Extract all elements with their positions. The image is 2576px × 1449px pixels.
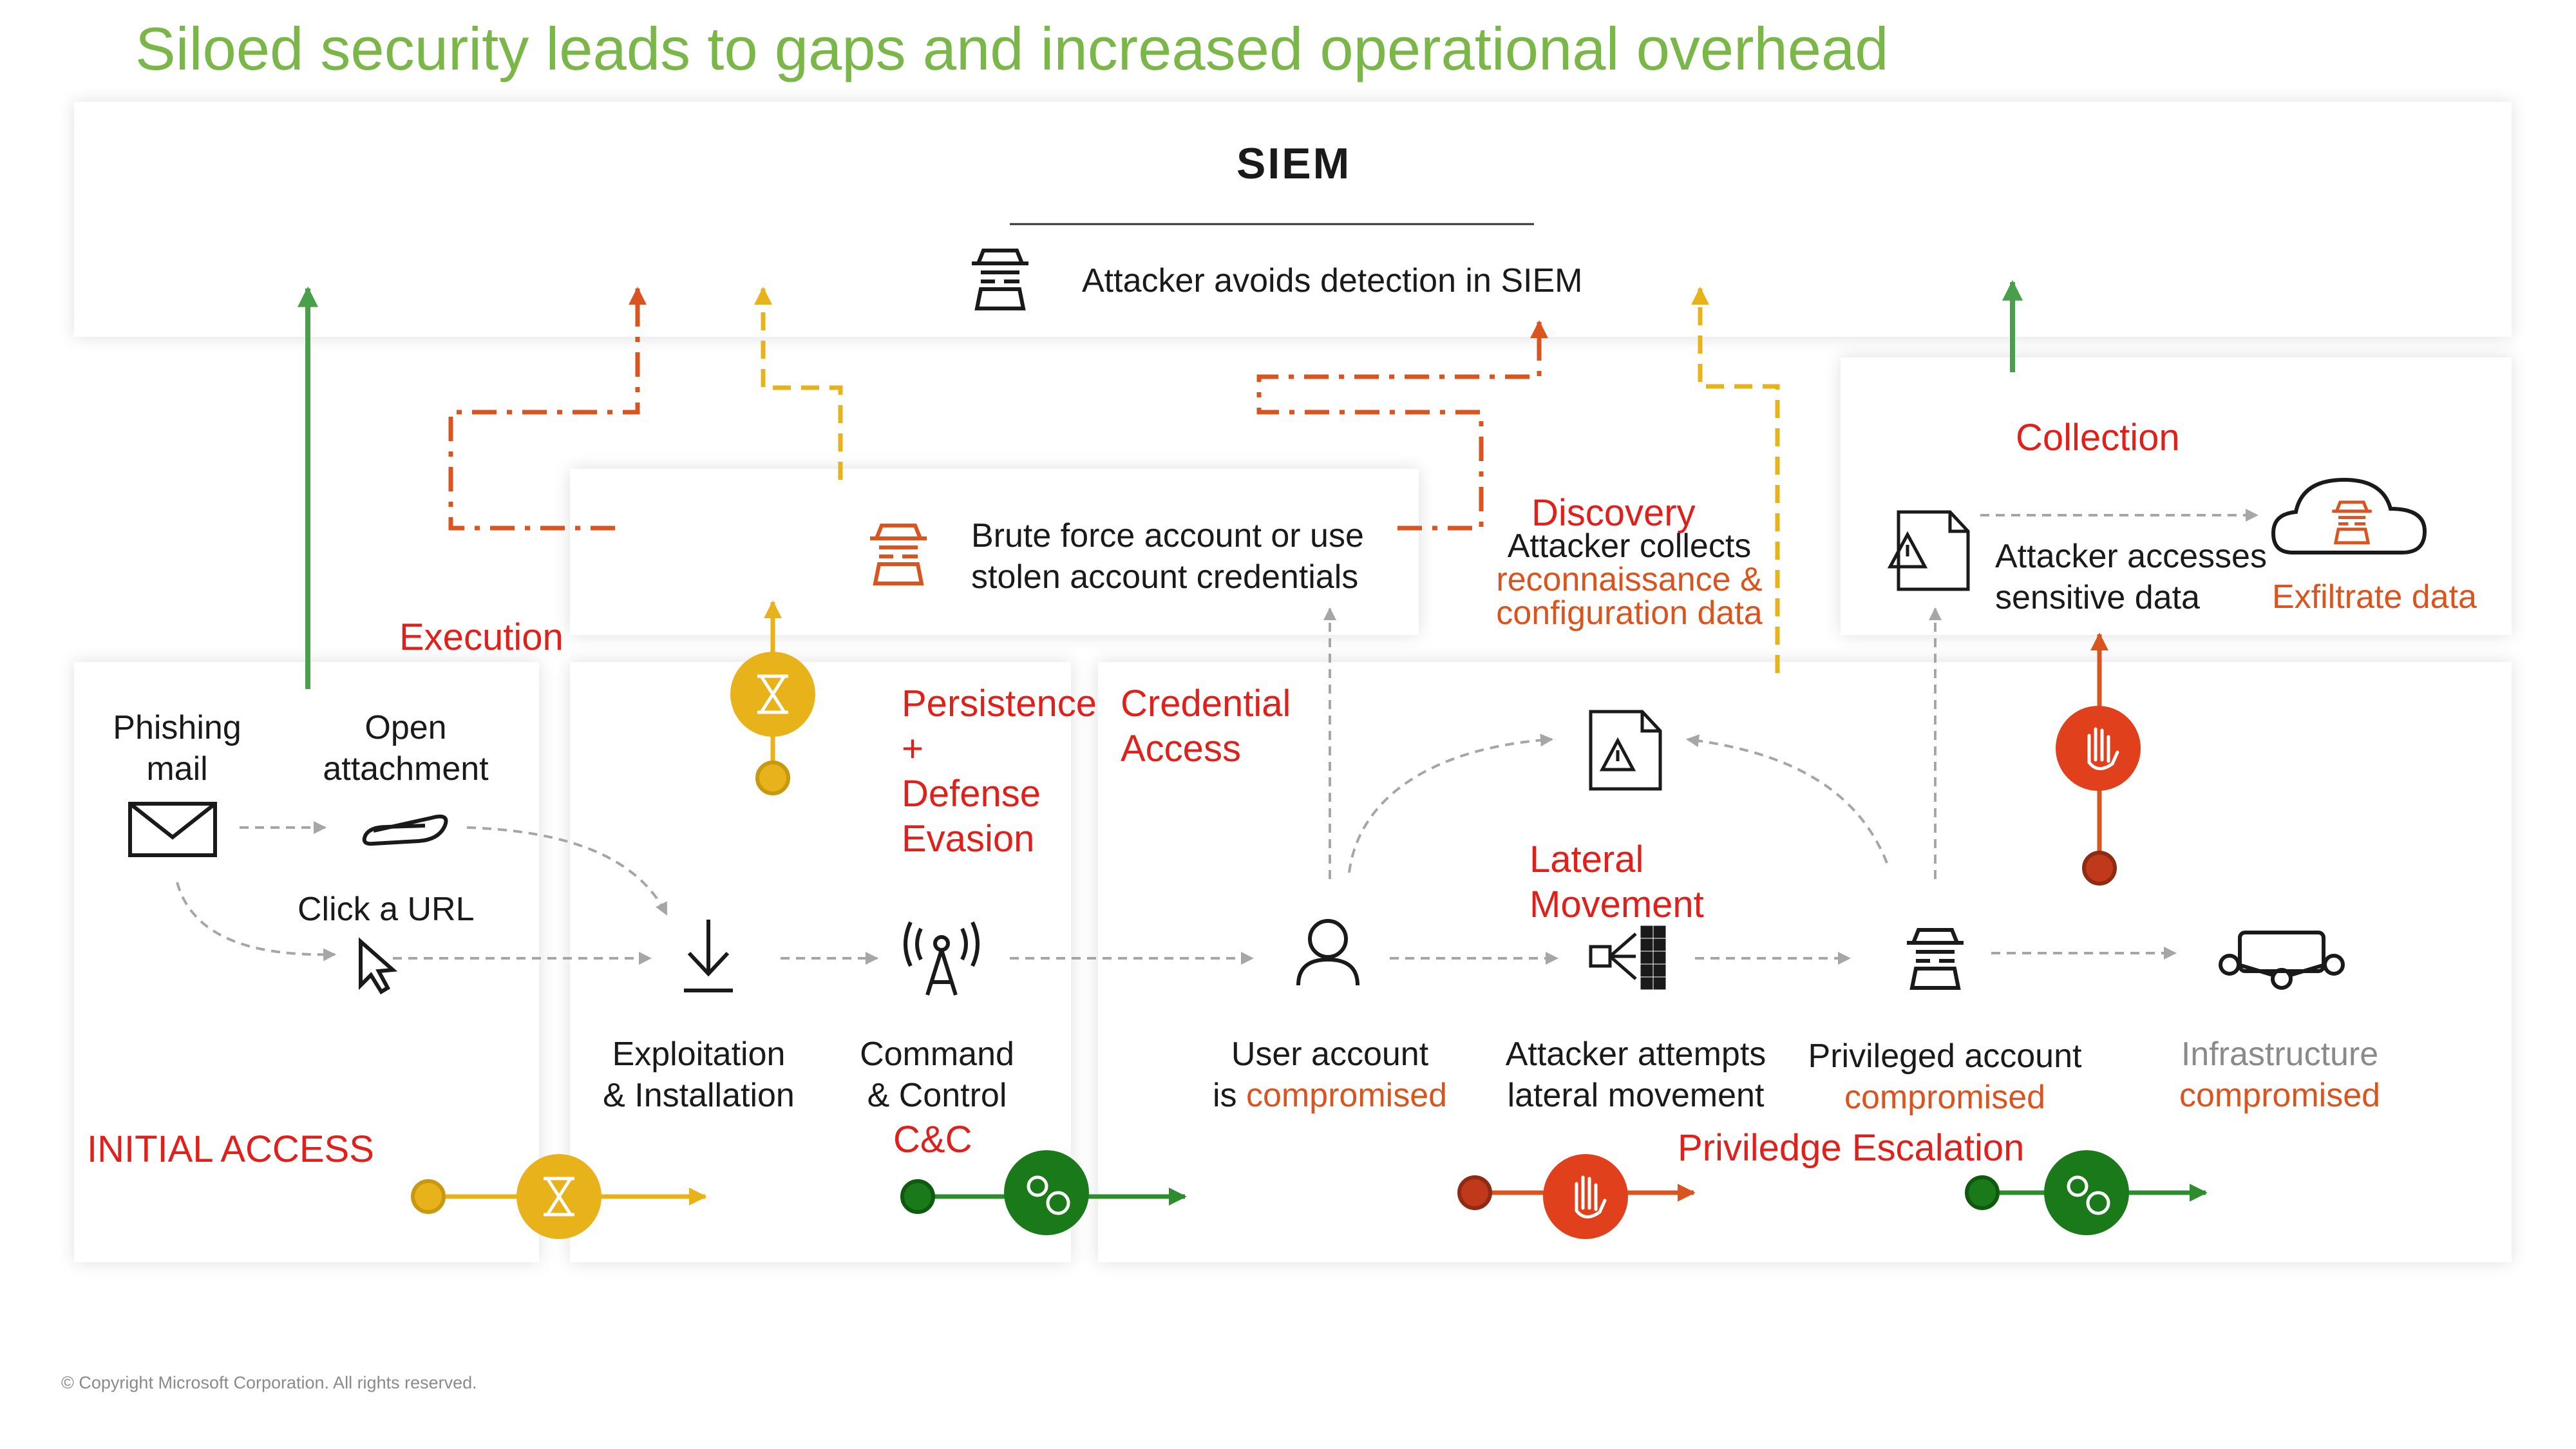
stage-initial-access: INITIAL ACCESS (87, 1128, 374, 1170)
label-privileged: Privileged account compromised (1808, 1037, 2082, 1116)
label-attachment: Open attachment (323, 709, 489, 788)
siem-panel (74, 102, 2512, 337)
hand-icon (1575, 1175, 1607, 1218)
yellow-dot-left (411, 1179, 446, 1214)
green-dot-cnc (900, 1179, 935, 1214)
orange-dot-collection (2082, 851, 2117, 886)
stage-persistence: Persistence + Defense Evasion (902, 683, 1097, 860)
credential-panel (1098, 662, 2512, 1262)
brute-force-panel (570, 469, 1419, 635)
hourglass-icon (544, 1177, 574, 1217)
gears-badge-priv (2044, 1150, 2129, 1235)
gears-icon (2067, 1175, 2110, 1215)
label-sensitive: Attacker accesses sensitive data (1995, 538, 2267, 616)
label-infrastructure: Infrastructure compromised (2179, 1036, 2381, 1114)
page-title: Siloed security leads to gaps and increa… (135, 15, 1889, 82)
orange-bypass-left (448, 287, 647, 531)
gears-badge-cnc (1004, 1150, 1089, 1235)
label-exfiltrate: Exfiltrate data (2272, 578, 2477, 616)
stage-execution: Execution (399, 616, 564, 658)
label-brute-force: Brute force account or use stolen accoun… (971, 517, 1364, 596)
orange-bypass-right (1256, 320, 1548, 531)
spy-icon (870, 524, 927, 585)
cursor-icon (359, 937, 398, 995)
arrow-attachment-exploit (466, 826, 668, 916)
label-url: Click a URL (298, 891, 475, 928)
paperclip-icon (362, 814, 448, 846)
arrow-phishing-url (176, 882, 336, 961)
yellow-bypass-right (1691, 287, 1780, 673)
user-icon (1296, 919, 1359, 986)
envelope-icon (128, 802, 217, 857)
initial-access-panel (74, 662, 539, 1262)
spy-icon (2332, 500, 2372, 545)
document-warning-icon (1589, 710, 1662, 791)
label-phishing: Phishing mail (113, 709, 242, 788)
antenna-icon (904, 921, 980, 996)
download-icon (684, 920, 733, 992)
stage-collection: Collection (2016, 417, 2180, 459)
label-attacker-lateral: Attacker attempts lateral movement (1505, 1036, 1766, 1114)
arrow-privileged-document (1686, 734, 1888, 864)
stage-credential-access: Credential Access (1121, 683, 1291, 770)
cloud-spy-icon (2271, 477, 2427, 554)
stage-discovery: Discovery (1531, 492, 1696, 534)
gears-icon (1027, 1175, 1070, 1215)
siem-note: Attacker avoids detection in SIEM (1082, 262, 1583, 299)
label-exploitation: Exploitation & Installation (603, 1036, 795, 1114)
stage-lateral-movement: Lateral Movement (1530, 838, 1704, 925)
green-dot-priv (1965, 1175, 2000, 1210)
spy-icon (1907, 928, 1964, 990)
network-icon (1589, 925, 1666, 990)
execution-panel (570, 662, 1071, 1262)
copyright: © Copyright Microsoft Corporation. All r… (61, 1373, 477, 1392)
siem-title: SIEM (1236, 139, 1352, 188)
yellow-dot-top (755, 761, 790, 795)
yellow-bypass-left (754, 287, 843, 480)
hand-badge-collection (2056, 706, 2141, 791)
server-icon (2219, 931, 2345, 990)
hourglass-icon (757, 674, 788, 714)
hand-icon (2087, 727, 2119, 770)
stage-privilege-escalation: Priviledge Escalation (1678, 1127, 2025, 1169)
stage-cnc: C&C (893, 1119, 972, 1160)
label-command: Command & Control (860, 1036, 1014, 1114)
orange-dot-lateral (1457, 1175, 1492, 1210)
spy-icon (972, 249, 1028, 310)
label-discovery-desc: Attacker collects reconnaissance & confi… (1496, 527, 1763, 632)
label-user-account: User account is compromised (1212, 1036, 1448, 1114)
arrow-user-document (1348, 734, 1553, 873)
document-warning-icon (1887, 510, 1970, 591)
hand-badge-lateral (1543, 1154, 1628, 1239)
